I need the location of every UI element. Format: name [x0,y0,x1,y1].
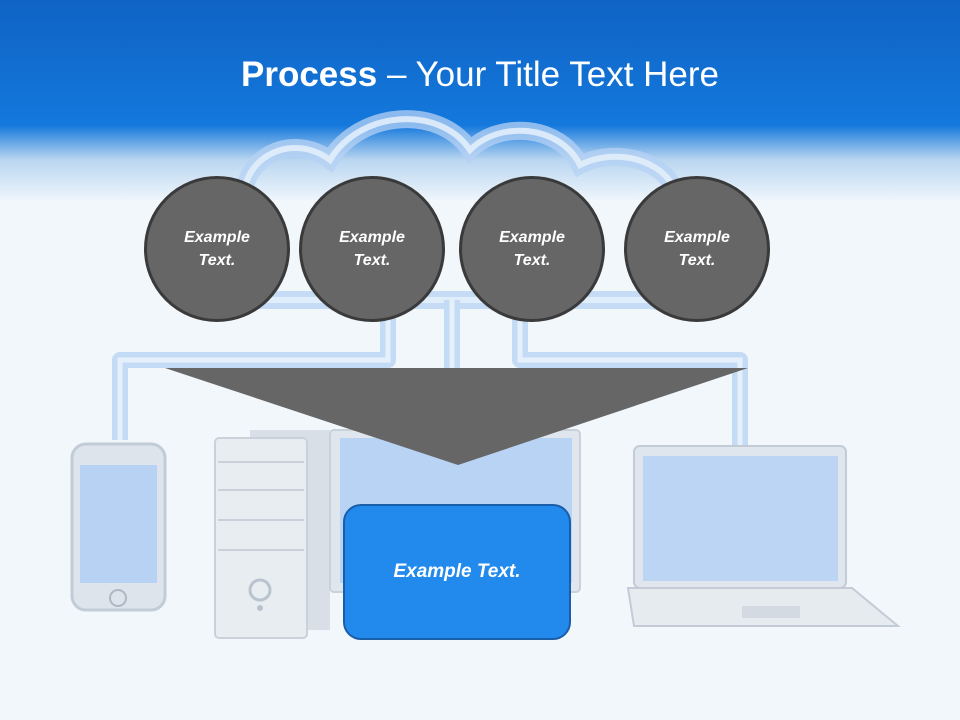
step-circle-4-label: Example Text. [664,229,730,269]
result-box: Example Text. [343,504,571,640]
desktop-tower-icon [214,430,330,639]
result-box-label: Example Text. [393,561,521,582]
step-circle-2-label: Example Text. [339,229,405,269]
step-circle-1-label: Example Text. [184,229,250,269]
phone-icon [70,442,167,612]
title-banner [0,0,960,200]
step-circle-4: Example Text. [624,176,770,322]
laptop-icon [626,445,901,627]
title-bold: Process [241,55,378,94]
step-circle-3: Example Text. [459,176,605,322]
funnel-triangle [165,368,748,465]
step-circle-1: Example Text. [144,176,290,322]
page-title: Process – Your Title Text Here [0,52,960,98]
step-circle-2: Example Text. [299,176,445,322]
step-circle-3-label: Example Text. [499,229,565,269]
title-rest: – Your Title Text Here [377,55,719,94]
